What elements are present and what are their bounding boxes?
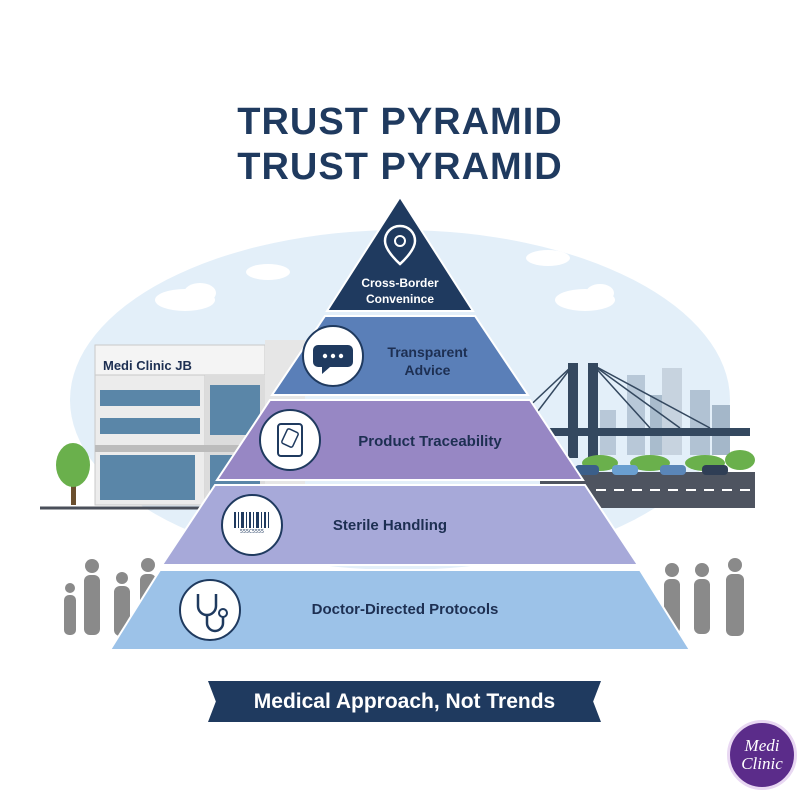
tier-2-label: Transparent Advice — [387, 344, 468, 379]
tagline-banner: Medical Approach, Not Trends — [208, 681, 601, 722]
tier-4-shape — [160, 484, 640, 566]
document-icon — [259, 409, 321, 471]
people-right — [664, 558, 744, 636]
tier-1-shape — [325, 195, 475, 312]
tier-1-label: Cross-Border Convenince — [361, 276, 439, 307]
clouds — [155, 250, 615, 311]
tier-5-shape — [108, 569, 692, 651]
chat-bubble-icon — [302, 325, 364, 387]
tier-4-label: Sterile Handling — [332, 517, 448, 534]
barcode-icon — [221, 494, 283, 556]
medi-clinic-logo: Medi Clinic — [727, 720, 797, 790]
tier-5-label: Doctor-Directed Protocols — [311, 601, 499, 618]
barcode-caption: 555C5555 — [239, 529, 265, 535]
location-pin-icon — [383, 224, 417, 266]
tree — [56, 443, 90, 505]
logo-line-1: Medi — [744, 736, 780, 756]
stethoscope-icon — [179, 579, 241, 641]
tagline-text: Medical Approach, Not Trends — [253, 689, 556, 713]
clinic-sign: Medi Clinic JB — [103, 358, 192, 373]
green-hedge — [582, 450, 755, 471]
page-title-repeat: TRUST PYRAMID — [237, 146, 563, 188]
page-title: TRUST PYRAMID — [237, 101, 563, 143]
logo-line-2: Clinic — [741, 754, 783, 773]
tier-3-label: Product Traceability — [358, 433, 502, 450]
cars — [575, 465, 728, 475]
